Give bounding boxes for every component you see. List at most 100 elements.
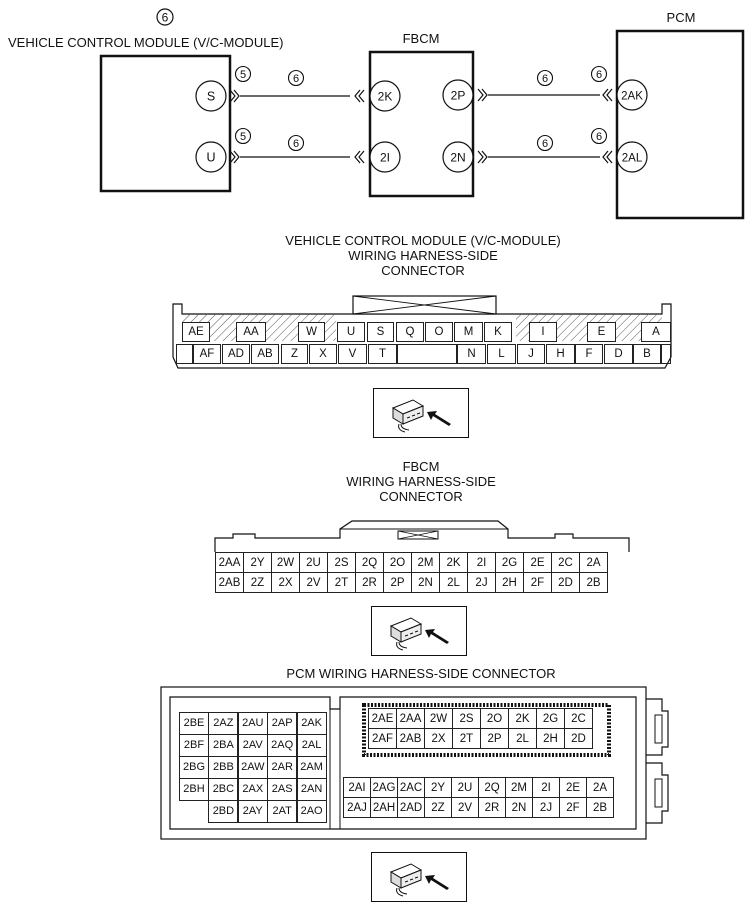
- pin-cell: 2C: [551, 552, 580, 573]
- marker-5: 5: [240, 131, 246, 143]
- pin-cell: 2BB: [208, 756, 239, 779]
- connector-chevrons: [229, 88, 613, 164]
- harness-connector-icon: [371, 606, 467, 656]
- marker-5: 5: [240, 69, 246, 81]
- pin-cell: 2Q: [355, 552, 384, 573]
- marker-circle: [156, 8, 174, 26]
- pin-cell: 2B: [586, 797, 614, 818]
- pin-label-fbcm: 2I: [380, 151, 390, 165]
- pin-cell: 2BG: [179, 756, 209, 779]
- pin-cell: X: [309, 344, 337, 364]
- pin-cell: 2U: [299, 552, 328, 573]
- pin-cell: 2AR: [267, 756, 298, 779]
- pin-cell: 2R: [478, 797, 506, 818]
- pin-cell: 2BC: [208, 778, 239, 801]
- pin-cell: 2T: [327, 572, 356, 593]
- empty-cell: [661, 344, 671, 364]
- pin-cell: 2A: [586, 777, 614, 798]
- pin-cell: 2N: [411, 572, 440, 593]
- circuit-svg: 6: [99, 8, 745, 220]
- pin-cell: 2Y: [424, 777, 452, 798]
- pcm-connector-title: PCM WIRING HARNESS-SIDE CONNECTOR: [286, 666, 556, 681]
- pin-cell: 2AZ: [208, 712, 239, 735]
- pin-cell: 2K: [508, 708, 537, 729]
- fbcm-label: FBCM: [402, 31, 440, 46]
- marker-6: 6: [293, 73, 299, 85]
- pin-cell: B: [633, 344, 661, 364]
- pin-cell: V: [338, 344, 367, 364]
- pin-cell: Q: [396, 322, 424, 342]
- pin-cell: 2AE: [368, 708, 397, 729]
- pin-cell: M: [454, 322, 483, 342]
- pin-cell: 2AA: [215, 552, 244, 573]
- pin-cell: 2F: [559, 797, 587, 818]
- pin-cell: 2AO: [296, 800, 327, 823]
- pin-cell: 2T: [452, 728, 481, 749]
- pin-cell: 2E: [559, 777, 587, 798]
- pin-cell: 2O: [383, 552, 412, 573]
- pin-cell: 2AL: [296, 734, 327, 757]
- pin-cell: 2BH: [179, 778, 209, 801]
- pin-cell: 2BA: [208, 734, 239, 757]
- pin-label-vcm: U: [206, 151, 215, 165]
- pin-cell: 2D: [551, 572, 580, 593]
- pin-cell: 2AH: [370, 797, 398, 818]
- pin-cell: 2AY: [237, 800, 268, 823]
- pin-cell: 2J: [467, 572, 496, 593]
- pin-cell: O: [425, 322, 453, 342]
- pin-cell: 2AT: [267, 800, 298, 823]
- pin-cell: 2Q: [478, 777, 506, 798]
- pin-cell: 2S: [327, 552, 356, 573]
- vcm-box: [99, 54, 232, 193]
- pin-cell: 2AX: [237, 778, 268, 801]
- pin-cell: 2X: [271, 572, 300, 593]
- fbcm-connector-title: FBCM WIRING HARNESS-SIDE CONNECTOR: [346, 459, 496, 504]
- pin-cell: 2P: [480, 728, 509, 749]
- pin-cell: AA: [236, 322, 266, 342]
- pin-cell: 2B: [579, 572, 608, 593]
- vcm-label: VEHICLE CONTROL MODULE (V/C-MODULE): [8, 35, 284, 50]
- marker-6: 6: [596, 69, 602, 81]
- empty-cell: [176, 344, 193, 364]
- pin-cell: W: [298, 322, 325, 342]
- harness-connector-icon: [371, 852, 467, 902]
- pin-cell: 2BD: [208, 800, 239, 823]
- pin-cell: AD: [222, 344, 250, 364]
- pin-cell: K: [484, 322, 512, 342]
- pin-cell: 2V: [299, 572, 328, 593]
- pin-cell: 2AB: [396, 728, 425, 749]
- pin-label-pcm: 2AK: [621, 91, 643, 103]
- pin-cell: 2AF: [368, 728, 397, 749]
- pin-cell: 2I: [532, 777, 560, 798]
- pin-label-fbcm: 2P: [451, 89, 466, 103]
- pin-cell: 2AK: [296, 712, 327, 735]
- pin-cell: 2H: [536, 728, 565, 749]
- pin-cell: 2S: [452, 708, 481, 729]
- marker-circles: [234, 65, 608, 152]
- marker-text: 6: [162, 11, 169, 25]
- pin-cell: 2H: [495, 572, 524, 593]
- pcm-box: [615, 29, 745, 220]
- pin-cell: U: [337, 322, 365, 342]
- pin-cell: N: [457, 344, 486, 364]
- pin-cell: E: [587, 322, 616, 342]
- harness-connector-icon: [373, 388, 469, 438]
- pin-cell: L: [487, 344, 516, 364]
- pcm-connector-shell: [160, 686, 669, 840]
- marker-6: 6: [542, 73, 548, 85]
- pin-cell: 2AA: [396, 708, 425, 729]
- pin-cell: 2BE: [179, 712, 209, 735]
- pin-cell: S: [367, 322, 394, 342]
- pin-cell: 2G: [495, 552, 524, 573]
- pin-label-vcm: S: [207, 90, 215, 104]
- pin-cell: 2AD: [397, 797, 425, 818]
- pin-cell: 2AI: [343, 777, 371, 798]
- empty-cell: [397, 344, 457, 364]
